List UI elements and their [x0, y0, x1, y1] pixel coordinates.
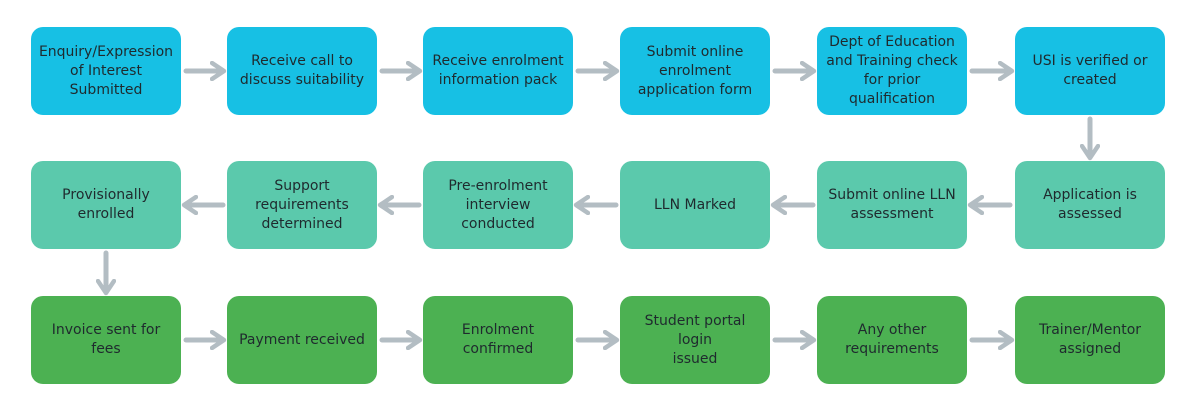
step-label: Provisionally enrolled [62, 187, 150, 222]
step-dept-check: Dept of Education and Training check for… [817, 27, 967, 115]
step-label: Payment received [239, 331, 365, 348]
step-label: Any other requirements [845, 322, 939, 357]
step-enquiry: Enquiry/Expression of Interest Submitted [31, 27, 181, 115]
step-label: Application is assessed [1043, 187, 1137, 222]
step-submit-application: Submit online enrolment application form [620, 27, 770, 115]
step-submit-lln: Submit online LLN assessment [817, 161, 967, 249]
step-label: Trainer/Mentor assigned [1038, 322, 1142, 357]
step-label: Student portal login issued [644, 312, 746, 367]
step-other-requirements: Any other requirements [817, 296, 967, 384]
step-label: Support requirements determined [255, 177, 349, 232]
step-provisionally-enrolled: Provisionally enrolled [31, 161, 181, 249]
step-support-requirements: Support requirements determined [227, 161, 377, 249]
step-enrolment-confirmed: Enrolment confirmed [423, 296, 573, 384]
step-trainer-assigned: Trainer/Mentor assigned [1015, 296, 1165, 384]
step-label: Receive enrolment information pack [432, 53, 564, 88]
step-label: Submit online enrolment application form [637, 43, 753, 98]
step-label: Pre-enrolment interview conducted [448, 177, 548, 232]
step-lln-marked: LLN Marked [620, 161, 770, 249]
step-usi-verified: USI is verified or created [1015, 27, 1165, 115]
step-receive-pack: Receive enrolment information pack [423, 27, 573, 115]
step-portal-login: Student portal login issued [620, 296, 770, 384]
step-label: USI is verified or created [1032, 53, 1148, 88]
step-label: Enrolment confirmed [461, 322, 535, 357]
step-label: Dept of Education and Training check for… [826, 34, 958, 107]
step-payment-received: Payment received [227, 296, 377, 384]
step-application-assessed: Application is assessed [1015, 161, 1165, 249]
step-label: LLN Marked [653, 196, 737, 213]
step-label: Receive call to discuss suitability [239, 53, 365, 88]
step-receive-call: Receive call to discuss suitability [227, 27, 377, 115]
step-label: Invoice sent for fees [51, 322, 161, 357]
step-invoice-sent: Invoice sent for fees [31, 296, 181, 384]
step-pre-enrolment-interview: Pre-enrolment interview conducted [423, 161, 573, 249]
step-label: Submit online LLN assessment [828, 187, 956, 222]
step-label: Enquiry/Expression of Interest Submitted [38, 43, 174, 98]
